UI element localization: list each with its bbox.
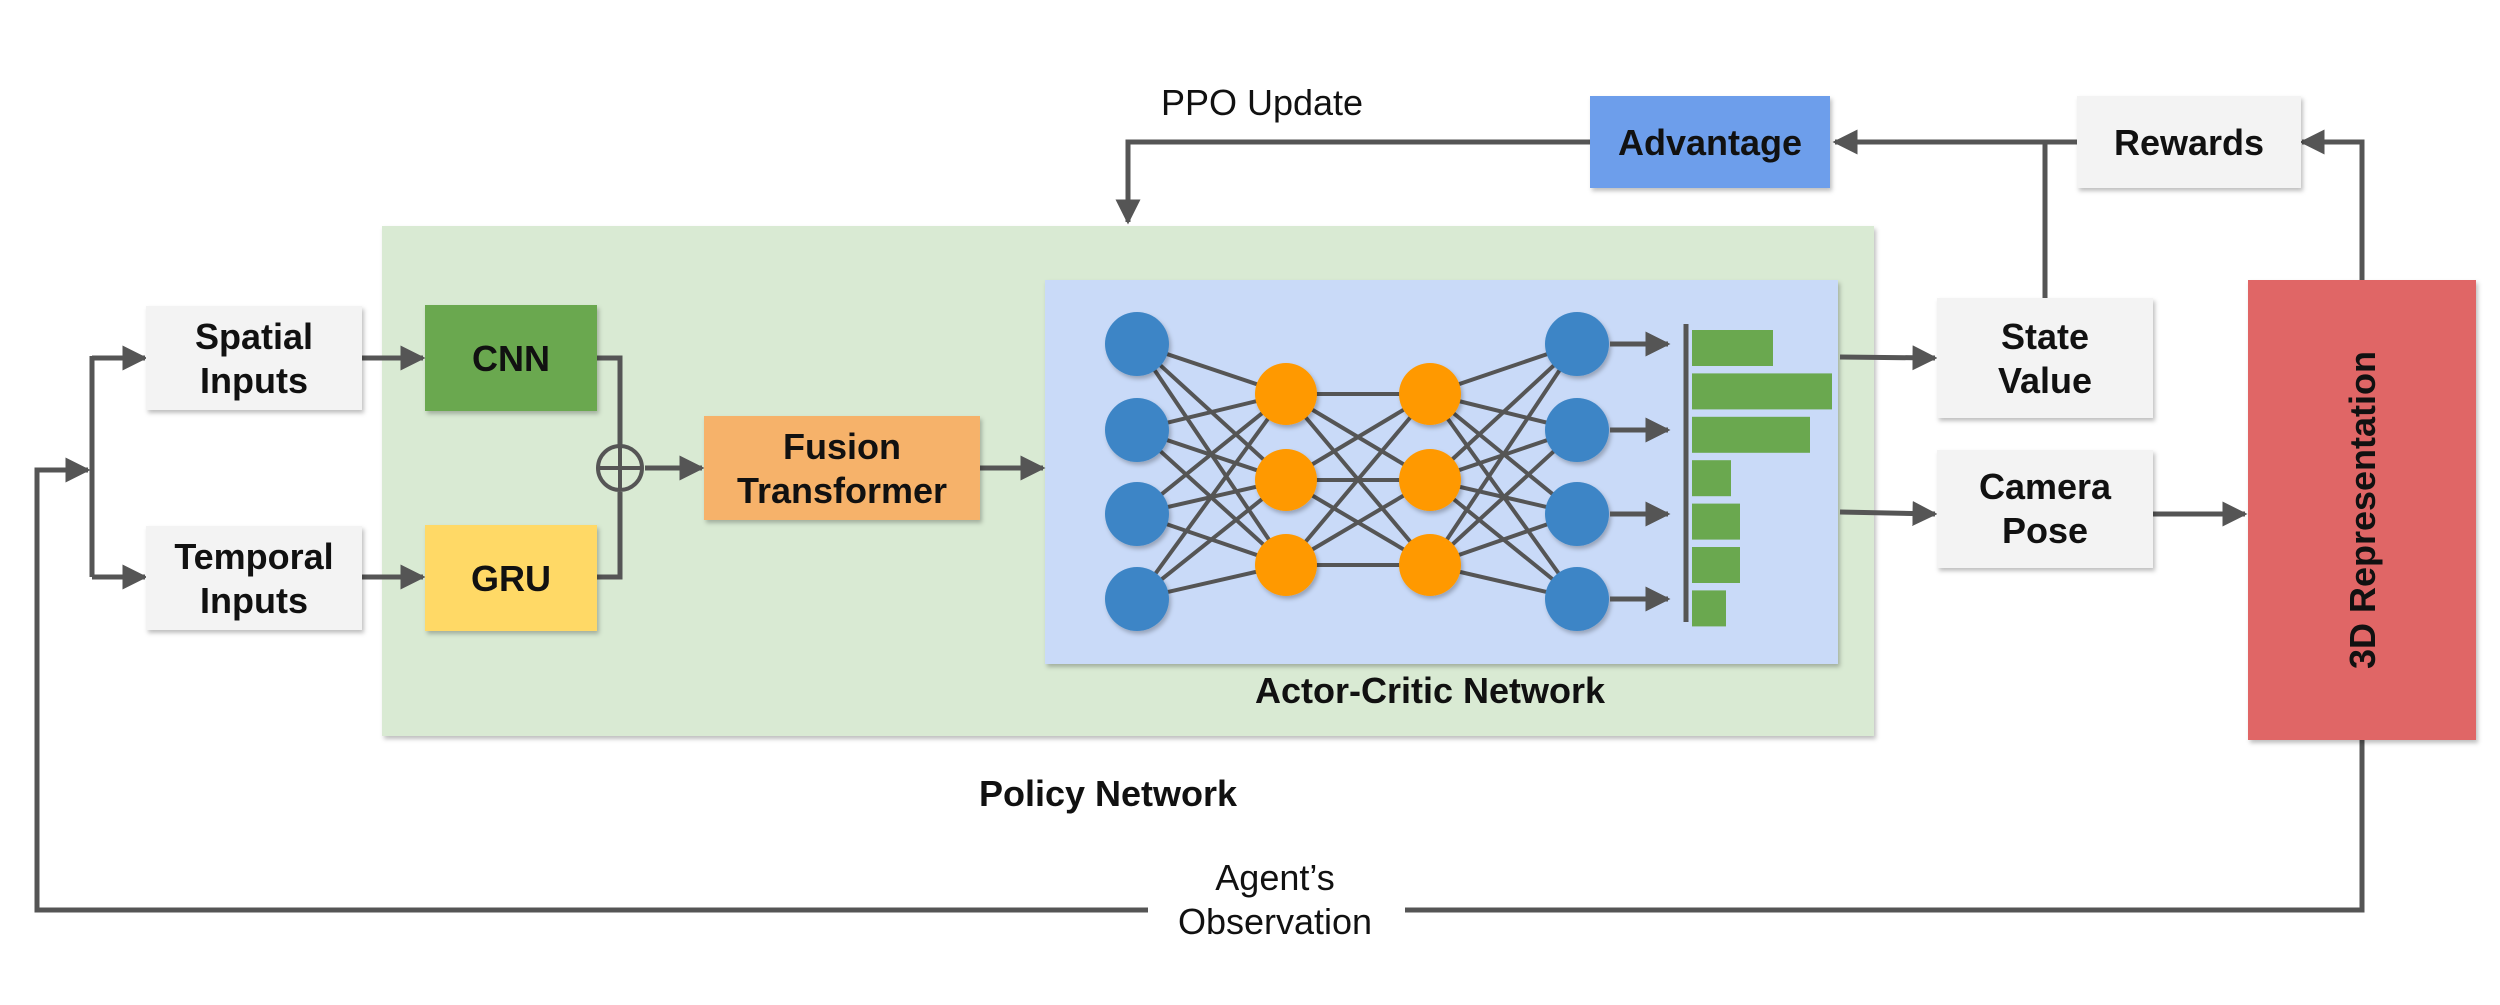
- network-edge: [1428, 342, 1579, 567]
- observation-label-2: Observation: [1178, 901, 1372, 942]
- network-edge: [1428, 428, 1579, 567]
- network-node: [1105, 567, 1169, 631]
- arrow-to-camera-pose: [1839, 501, 1938, 527]
- fusion-transformer-label-2: Transformer: [737, 470, 947, 511]
- distribution-bar: [1692, 460, 1731, 497]
- gru-label: GRU: [471, 558, 551, 599]
- distribution-bar: [1692, 590, 1726, 627]
- temporal-inputs-box: [146, 526, 362, 630]
- network-node: [1255, 363, 1317, 425]
- network-node: [1545, 567, 1609, 631]
- distribution-bar: [1692, 373, 1832, 410]
- ppo-update-label: PPO Update: [1161, 82, 1363, 123]
- state-value-box: [1937, 298, 2153, 418]
- fusion-transformer-box: [704, 416, 980, 520]
- policy-network-label: Policy Network: [979, 773, 1238, 814]
- camera-pose-label-2: Pose: [2002, 510, 2088, 551]
- spatial-inputs-label-2: Inputs: [200, 360, 308, 401]
- representation-3d-label: 3D Representation: [2342, 351, 2383, 669]
- spatial-inputs-box: [146, 306, 362, 410]
- temporal-inputs-label-1: Temporal: [174, 536, 333, 577]
- network-edge: [1284, 392, 1432, 567]
- gru-box: [425, 525, 597, 631]
- representation-3d-box: [2248, 280, 2476, 740]
- network-node: [1255, 449, 1317, 511]
- cnn-to-concat-line: [597, 355, 623, 445]
- ppo-update-line: [1115, 139, 1590, 225]
- distribution-bar: [1692, 416, 1810, 453]
- actor-critic-output-arrows: [1610, 331, 1671, 612]
- output-distribution-bars: [1692, 330, 1832, 627]
- cnn-label: CNN: [472, 338, 550, 379]
- concat-icon: [596, 444, 644, 492]
- actor-critic-label: Actor-Critic Network: [1255, 670, 1606, 711]
- distribution-bar: [1692, 503, 1740, 540]
- network-node: [1545, 312, 1609, 376]
- network-node: [1545, 398, 1609, 462]
- advantage-label: Advantage: [1618, 122, 1802, 163]
- actor-critic-nodes: [1105, 312, 1609, 631]
- state-value-label-1: State: [2001, 316, 2089, 357]
- rewards-box: [2077, 96, 2301, 188]
- distribution-bar: [1692, 330, 1773, 366]
- spatial-inputs-label-1: Spatial: [195, 316, 313, 357]
- state-value-label-2: Value: [1998, 360, 2092, 401]
- camera-pose-box: [1937, 450, 2153, 568]
- advantage-box: [1590, 96, 1830, 188]
- network-node: [1399, 363, 1461, 425]
- network-node: [1399, 534, 1461, 596]
- camera-pose-label-1: Camera: [1979, 466, 2112, 507]
- observation-loop-line-right: [1405, 740, 2365, 913]
- network-node: [1105, 312, 1169, 376]
- gru-to-concat-line: [597, 492, 623, 580]
- network-edge: [1428, 342, 1579, 482]
- distribution-bar: [1692, 547, 1740, 583]
- arrow-to-state-value: [1839, 345, 1938, 371]
- network-node: [1545, 482, 1609, 546]
- representation-to-rewards-line: [2299, 129, 2365, 280]
- network-node: [1255, 534, 1317, 596]
- network-node: [1105, 482, 1169, 546]
- fusion-transformer-label-1: Fusion: [783, 426, 901, 467]
- temporal-inputs-label-2: Inputs: [200, 580, 308, 621]
- network-node: [1399, 449, 1461, 511]
- network-node: [1105, 398, 1169, 462]
- cnn-box: [425, 305, 597, 411]
- observation-label-1: Agent’s: [1215, 857, 1334, 898]
- rewards-label: Rewards: [2114, 122, 2264, 163]
- observation-loop-line-left: [34, 457, 1148, 913]
- network-edge: [1135, 392, 1288, 601]
